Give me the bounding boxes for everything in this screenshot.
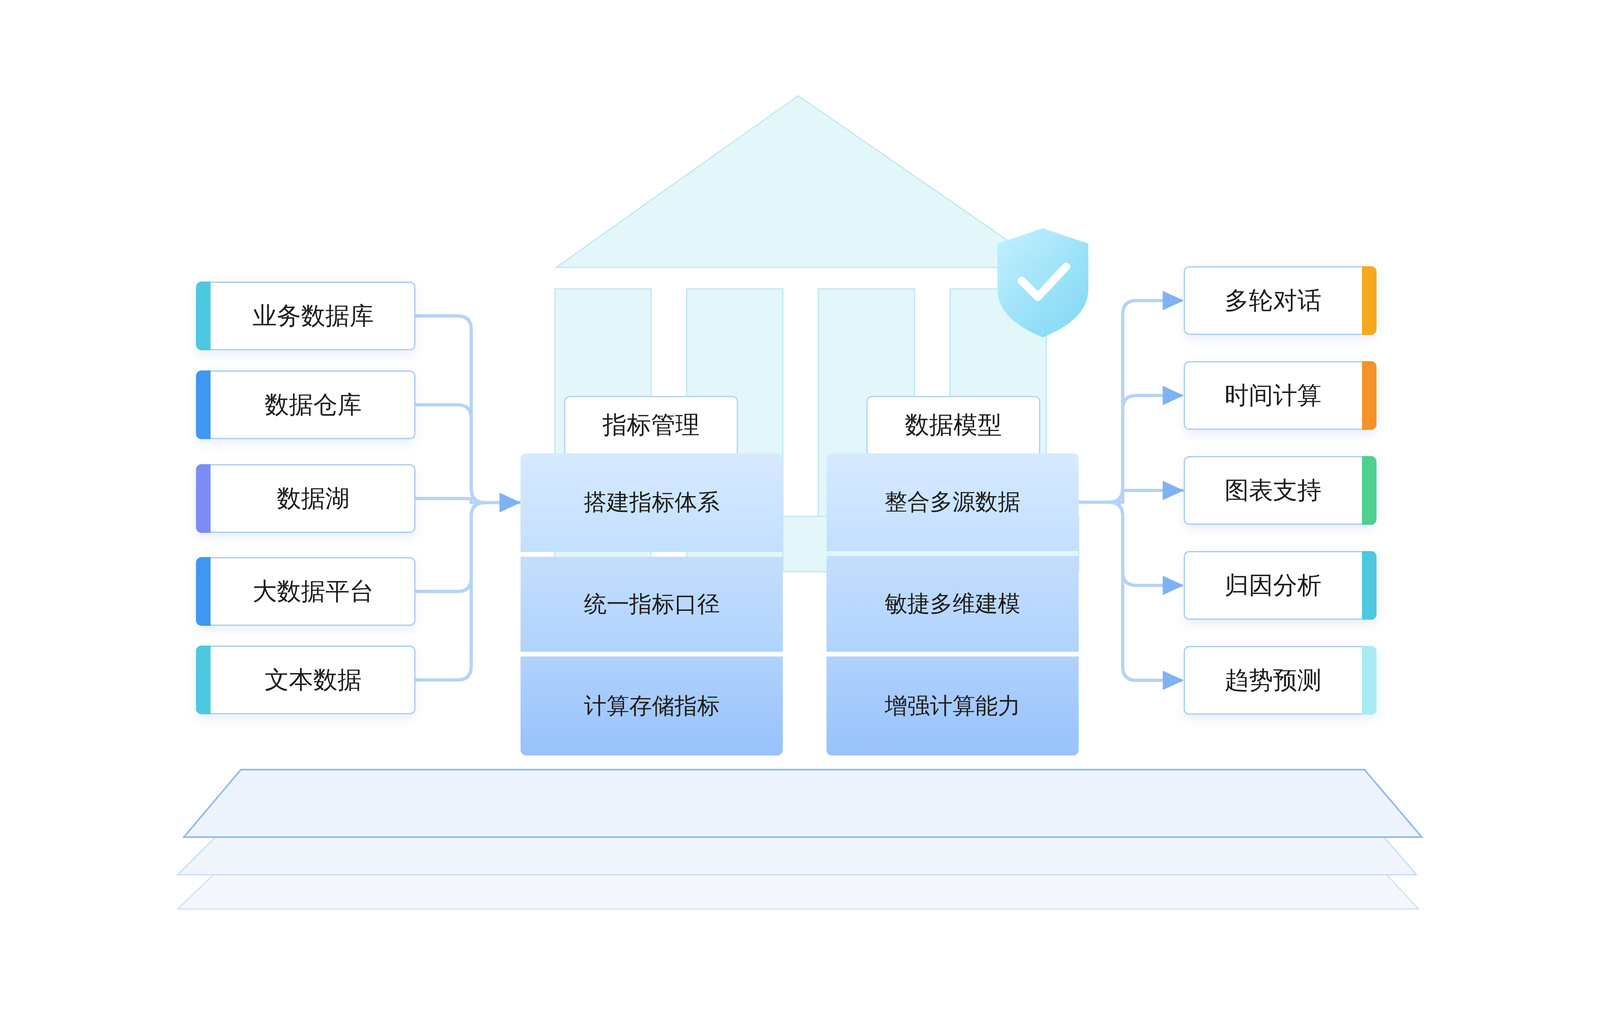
output-box: 趋势预测 [1183, 646, 1377, 715]
feature-block: 统一指标口径 [520, 556, 783, 652]
connector [415, 316, 519, 503]
arrowhead [499, 493, 521, 513]
arrowhead [499, 493, 521, 513]
node-label: 文本数据 [264, 664, 362, 697]
output-box: 归因分析 [1183, 551, 1377, 620]
tab-heading: 指标管理 [564, 396, 738, 454]
feature-block: 计算存储指标 [520, 656, 783, 756]
source-box: 文本数据 [196, 645, 416, 715]
connector [415, 404, 519, 503]
feature-block: 增强计算能力 [826, 656, 1079, 756]
accent-bar [1361, 361, 1377, 431]
connector [415, 502, 519, 681]
node-label: 增强计算能力 [884, 691, 1021, 722]
connector [415, 502, 519, 592]
accent-bar [1361, 266, 1377, 336]
node-label: 大数据平台 [252, 575, 374, 609]
node-label: 计算存储指标 [583, 691, 720, 722]
accent-bar [1361, 551, 1377, 620]
arrowhead [499, 493, 521, 513]
feature-block: 敏捷多维建模 [826, 556, 1079, 652]
feature-block: 搭建指标体系 [520, 453, 783, 553]
accent-bar [1361, 456, 1377, 525]
accent-bar [196, 645, 211, 715]
arrowhead [1162, 385, 1184, 406]
arrowhead [499, 493, 521, 513]
node-label: 数据仓库 [264, 388, 362, 422]
node-label: 业务数据库 [252, 299, 374, 333]
arrowhead [1162, 575, 1184, 596]
source-box: 数据湖 [196, 464, 416, 534]
node-label: 多轮对话 [1224, 284, 1322, 318]
accent-bar [196, 281, 211, 351]
node-label: 搭建指标体系 [583, 487, 720, 519]
arrowhead [1162, 670, 1184, 691]
output-box: 多轮对话 [1183, 266, 1377, 336]
arrowhead [1162, 480, 1184, 501]
accent-bar [196, 557, 211, 627]
node-label: 图表支持 [1224, 474, 1322, 508]
node-label: 统一指标口径 [583, 589, 720, 620]
accent-bar [196, 370, 211, 440]
arrowhead [499, 493, 521, 513]
source-box: 业务数据库 [196, 281, 416, 351]
output-box: 图表支持 [1183, 456, 1377, 525]
tab-heading: 数据模型 [866, 396, 1041, 454]
node-label: 指标管理 [602, 408, 700, 442]
shield-icon [997, 228, 1089, 338]
source-box: 大数据平台 [196, 557, 416, 627]
node-label: 整合多源数据 [884, 486, 1021, 518]
source-box: 数据仓库 [196, 370, 416, 440]
accent-bar [196, 464, 211, 534]
building [554, 95, 1079, 572]
arrowhead [1162, 290, 1184, 311]
node-label: 数据模型 [904, 408, 1002, 442]
node-label: 趋势预测 [1224, 664, 1322, 698]
feature-block: 整合多源数据 [826, 453, 1079, 552]
node-label: 数据湖 [276, 482, 350, 516]
output-box: 时间计算 [1183, 361, 1377, 431]
node-label: 时间计算 [1224, 379, 1322, 413]
connector [1078, 502, 1183, 681]
accent-bar [1361, 646, 1377, 715]
node-label: 敏捷多维建模 [884, 588, 1021, 620]
connector [1078, 502, 1183, 586]
platform-layers [177, 769, 1422, 910]
node-label: 归因分析 [1224, 569, 1322, 603]
